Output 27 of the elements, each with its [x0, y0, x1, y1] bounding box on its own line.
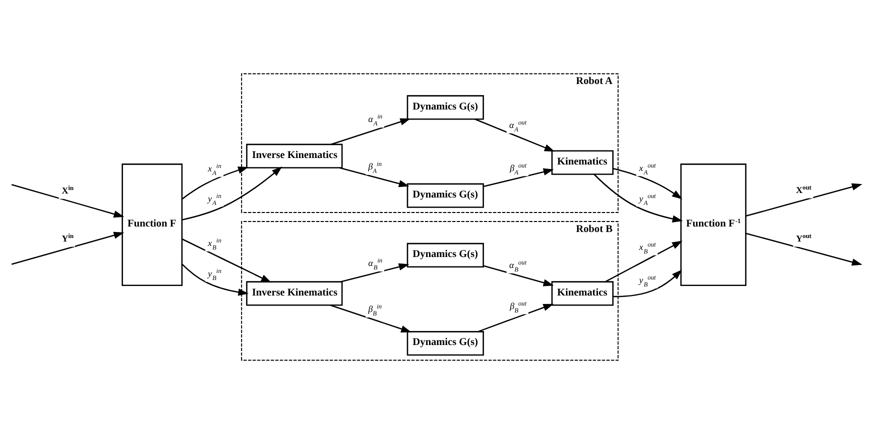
arrow [612, 168, 682, 200]
edge-label: Y$^{out}$ [796, 232, 812, 244]
node-box: Dynamics G(s) [406, 183, 484, 208]
node-box: Kinematics [551, 150, 614, 175]
arrow [483, 168, 554, 188]
node-box: Kinematics [551, 281, 614, 306]
node-box: Dynamics G(s) [406, 242, 484, 268]
arrow [340, 263, 410, 282]
arrow [483, 265, 554, 286]
node-box: Function F [122, 164, 183, 286]
edge-label: X$^{in}$ [62, 184, 74, 196]
edge-label: Y$^{in}$ [62, 232, 74, 244]
node-box: Inverse Kinematics [246, 281, 343, 306]
arrow [594, 174, 683, 222]
arrow [330, 304, 412, 332]
node-box: Function F$^{-1}$ [680, 164, 746, 286]
node-box: Dynamics G(s) [406, 95, 484, 120]
arrow [330, 118, 411, 145]
edge-label: X$^{out}$ [796, 184, 812, 195]
arrow [612, 270, 682, 298]
arrow [478, 304, 554, 332]
arrow [339, 167, 410, 188]
node-box: Dynamics G(s) [406, 331, 484, 356]
arrow [182, 166, 282, 220]
node-box: Inverse Kinematics [246, 144, 343, 168]
arrow [182, 264, 249, 296]
arrow [182, 166, 248, 200]
